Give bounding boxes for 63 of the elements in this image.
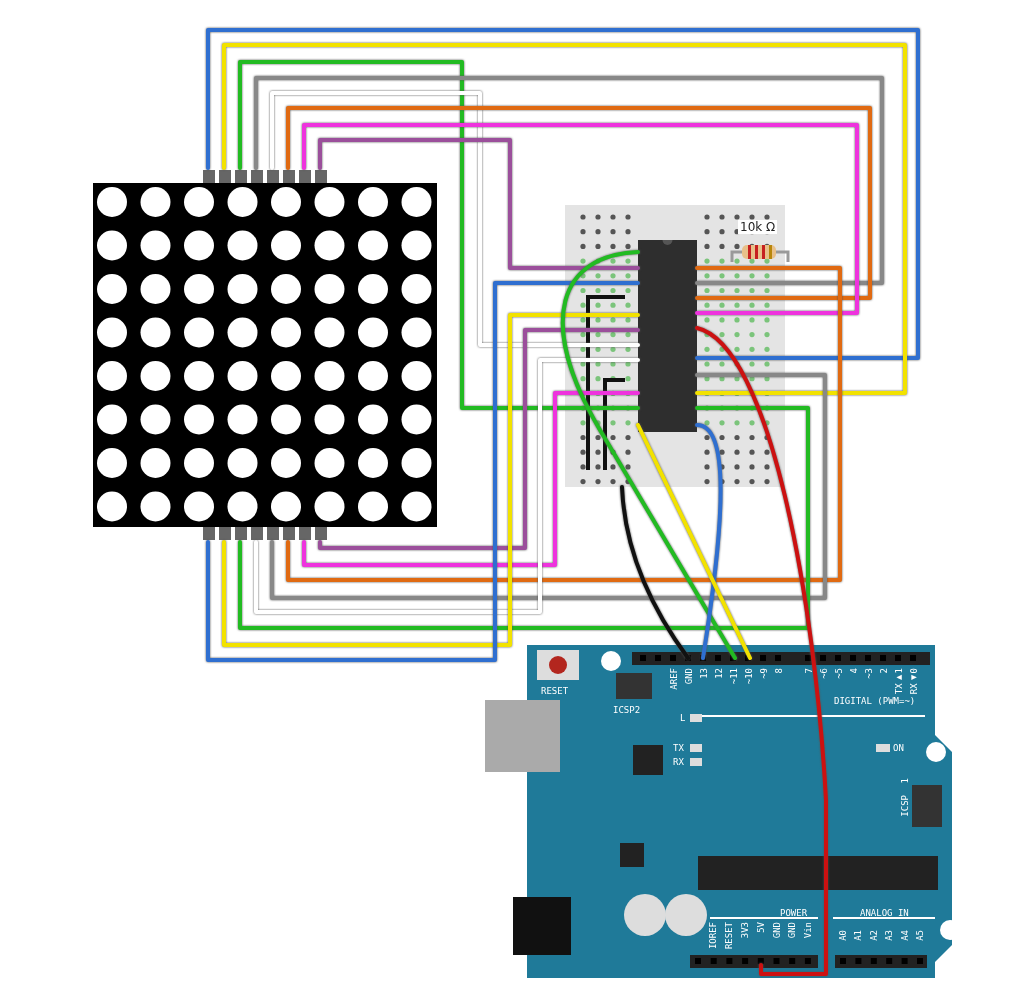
- resistor-value: 10k Ω: [738, 220, 778, 234]
- wire: [254, 76, 884, 285]
- pin-label: AREF: [669, 668, 679, 690]
- wire: [206, 28, 920, 360]
- ic-chip: [638, 240, 697, 432]
- pin-label: GND: [787, 922, 797, 939]
- wire: [302, 391, 640, 567]
- wire: [270, 373, 827, 600]
- pin-label: 13: [699, 668, 709, 679]
- wire: [318, 328, 640, 550]
- pin-label: A1: [853, 930, 863, 941]
- pin-label: IOREF: [708, 922, 718, 950]
- pin-label: 4: [849, 668, 859, 674]
- pin-label: TX▶1: [894, 668, 904, 695]
- pin-label: ~11: [729, 668, 739, 685]
- pin-label: 3V3: [740, 922, 750, 939]
- board-label: ANALOG IN: [860, 908, 909, 918]
- pin-label: ~5: [834, 668, 844, 679]
- wire: [206, 281, 640, 662]
- wire: [222, 43, 907, 395]
- pin-label: ~3: [864, 668, 874, 679]
- pin-label: A5: [915, 930, 925, 941]
- board-label: POWER: [780, 908, 808, 918]
- led-matrix-drawing: [93, 168, 437, 542]
- board-label: RESET: [541, 686, 569, 696]
- pin-label: ~10: [744, 668, 754, 685]
- wire: [238, 406, 810, 630]
- pin-label: Vin: [803, 922, 813, 939]
- wire: [286, 266, 842, 582]
- pin-label: 1: [900, 778, 910, 784]
- pin-label: 5V: [756, 922, 766, 933]
- pin-label: GND: [684, 668, 694, 685]
- wire: [318, 138, 640, 270]
- pin-label: TX: [673, 743, 684, 753]
- pin-label: A2: [869, 930, 879, 941]
- resistor: [728, 242, 792, 264]
- wire: [238, 60, 640, 410]
- wire: [695, 326, 828, 976]
- pin-label: RX◀0: [909, 668, 919, 695]
- board-label: DIGITAL (PWM=~): [834, 696, 916, 706]
- board-label: ICSP2: [613, 705, 641, 715]
- pin-label: RX: [673, 757, 684, 767]
- pin-label: GND: [772, 922, 782, 939]
- pin-label: L: [680, 713, 686, 723]
- wire: [695, 423, 723, 660]
- wire: [620, 485, 690, 660]
- wire: [560, 250, 737, 660]
- pin-label: A0: [838, 930, 848, 941]
- wire: [302, 123, 859, 315]
- pin-label: 7: [804, 668, 814, 674]
- pin-label: RESET: [724, 922, 734, 950]
- pin-label: 8: [774, 668, 784, 674]
- wire: [286, 106, 872, 300]
- pin-label: ~9: [759, 668, 769, 679]
- pin-label: 2: [879, 668, 889, 674]
- pin-label: ON: [893, 743, 904, 753]
- wire: [222, 313, 640, 647]
- pin-label: 12: [714, 668, 724, 679]
- pin-label: A3: [884, 930, 894, 941]
- pin-label: A4: [900, 930, 910, 941]
- pin-label: ~6: [819, 668, 829, 679]
- board-label: ICSP: [900, 795, 910, 817]
- wire: [636, 423, 752, 660]
